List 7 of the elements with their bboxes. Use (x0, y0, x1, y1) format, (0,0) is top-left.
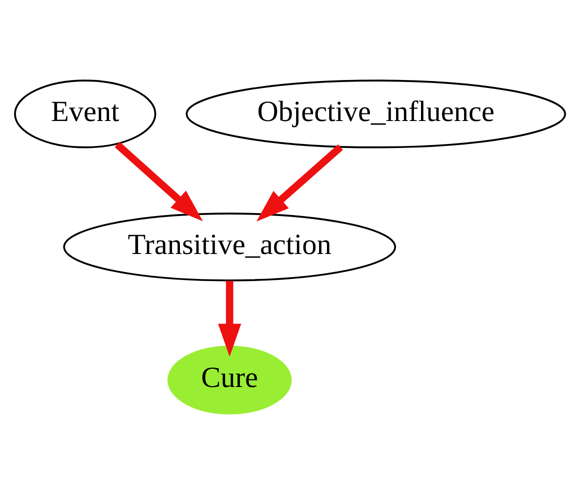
arrow (256, 144, 343, 222)
node-ellipse: Event (14, 80, 156, 148)
node-ellipse: Objective_influence (186, 80, 566, 148)
arrow (218, 280, 242, 357)
node-ellipse: Cure (167, 346, 292, 414)
node-ellipse: Transitive_action (63, 212, 396, 282)
arrow (114, 142, 203, 222)
